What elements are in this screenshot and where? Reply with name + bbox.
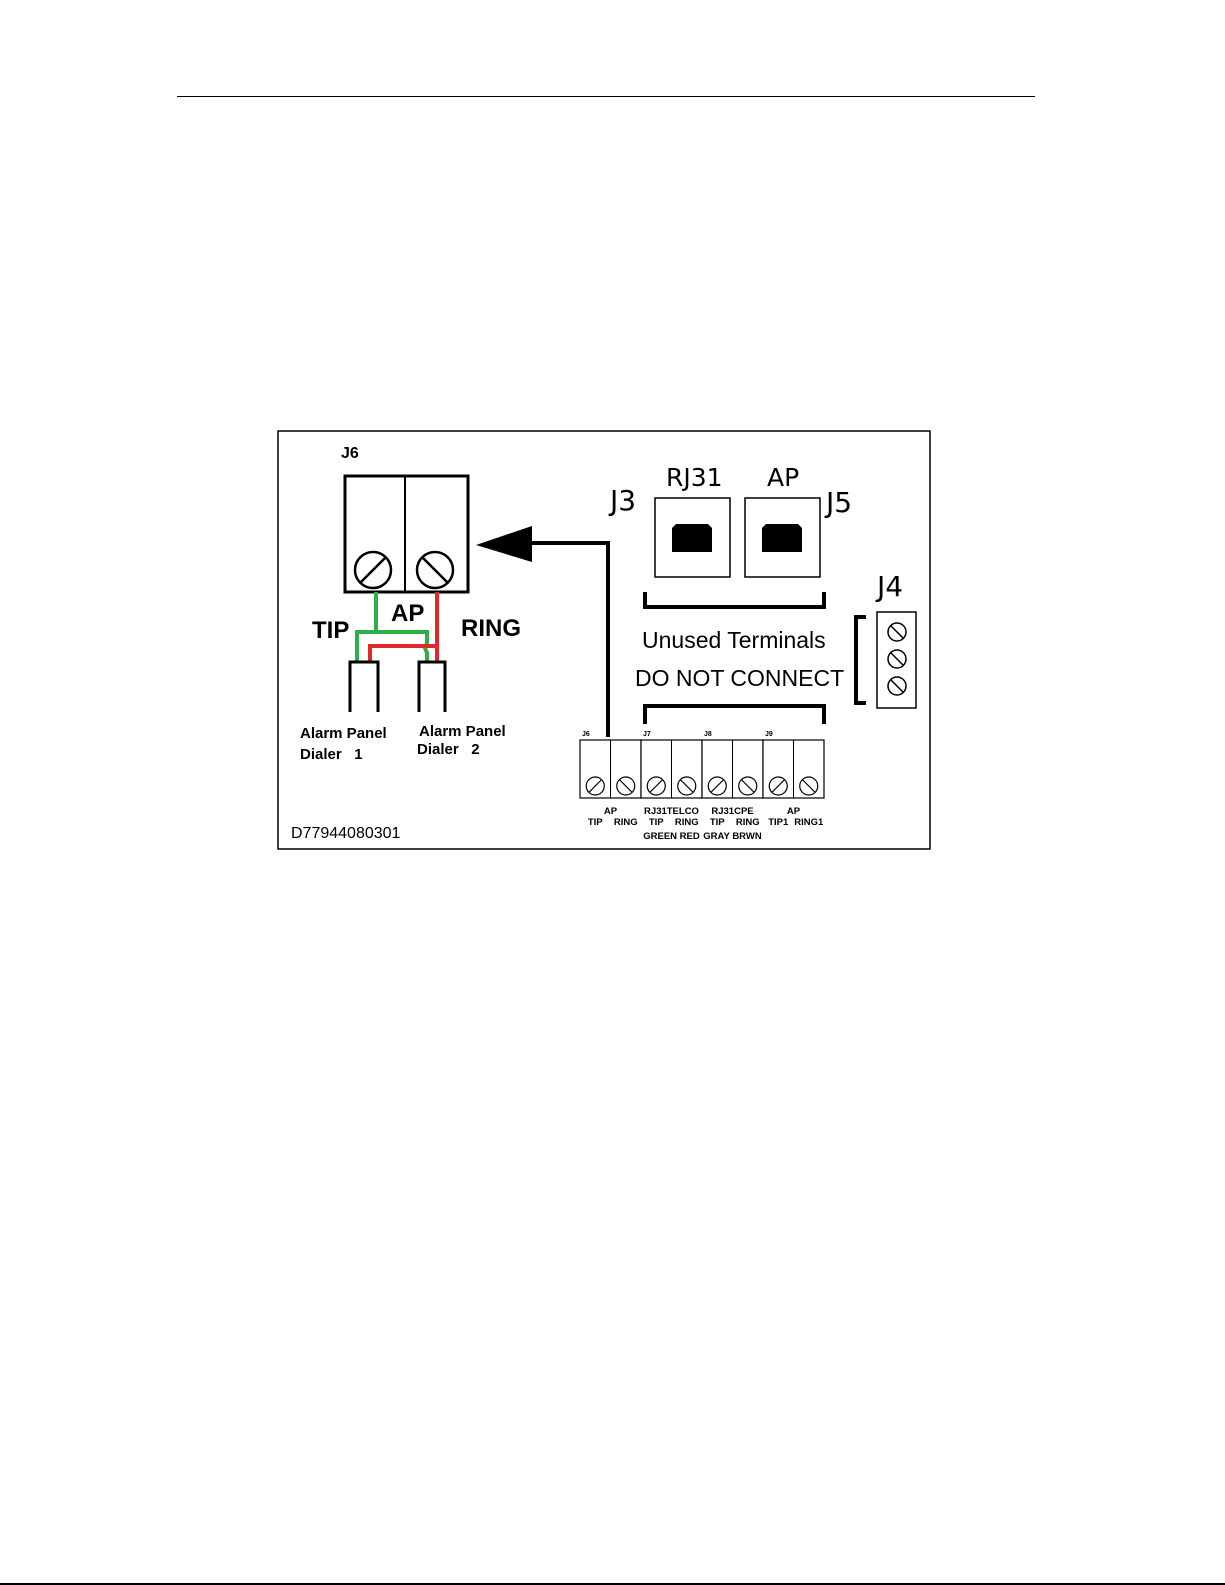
dialer-1-label-line1: Alarm Panel xyxy=(300,725,387,742)
terminal-left-label: TIP xyxy=(710,817,725,828)
dialer-1-label-line2: Dialer 1 xyxy=(300,746,363,763)
unused-terminals-text: Unused Terminals xyxy=(642,627,826,653)
screw-icon xyxy=(647,777,665,795)
screw-icon xyxy=(417,552,453,588)
terminal-left-label: TIP xyxy=(649,817,664,828)
screw-icon xyxy=(888,677,906,695)
terminal-right-label: RING xyxy=(675,817,699,828)
terminal-right-label: RING xyxy=(614,817,638,828)
j4-label: J4 xyxy=(875,570,903,603)
dialer-2-plug xyxy=(419,662,445,712)
j6-tip-label: TIP xyxy=(312,617,349,644)
rj31-port-icon xyxy=(672,524,712,552)
screw-icon xyxy=(708,777,726,795)
terminal-id-label: J8 xyxy=(704,731,712,738)
terminal-id-label: J7 xyxy=(643,731,651,738)
j6-ap-label: AP xyxy=(391,600,424,627)
terminal-top-label: RJ31TELCO xyxy=(644,806,699,817)
screw-icon xyxy=(678,777,696,795)
terminal-top-label: AP xyxy=(787,806,801,817)
terminal-color-label: GRAY BRWN xyxy=(703,831,762,842)
terminal-left-label: TIP1 xyxy=(768,817,789,828)
screw-icon xyxy=(888,650,906,668)
screw-icon xyxy=(800,777,818,795)
side-bracket xyxy=(856,617,866,703)
terminal-top-label: RJ31CPE xyxy=(711,806,753,817)
do-not-connect-text: DO NOT CONNECT xyxy=(635,665,844,691)
terminal-right-label: RING xyxy=(736,817,760,828)
j6-label: J6 xyxy=(341,445,359,462)
screw-icon xyxy=(355,552,391,588)
terminal-right-label: RING1 xyxy=(794,817,824,828)
terminal-color-label: GREEN RED xyxy=(643,831,700,842)
screw-icon xyxy=(617,777,635,795)
top-bracket xyxy=(645,592,824,607)
bottom-bracket xyxy=(645,706,824,724)
j6-ring-label: RING xyxy=(461,615,521,642)
j5-label: J5 xyxy=(824,486,852,519)
terminal-top-label: AP xyxy=(604,806,618,817)
dialer-2-label-line2: Dialer 2 xyxy=(417,741,480,758)
screw-icon xyxy=(739,777,757,795)
part-number: D77944080301 xyxy=(291,825,401,842)
dialer-1-plug xyxy=(350,662,378,712)
dialer-2-label-line1: Alarm Panel xyxy=(419,723,506,740)
rj31-label: RJ31 xyxy=(666,463,723,492)
screw-icon xyxy=(586,777,604,795)
ap-port-icon xyxy=(762,524,802,552)
terminal-left-label: TIP xyxy=(588,817,603,828)
j3-label: J3 xyxy=(608,484,636,517)
terminal-id-label: J6 xyxy=(582,731,590,738)
screw-icon xyxy=(769,777,787,795)
ap-jack-label: AP xyxy=(767,463,799,492)
screw-icon xyxy=(888,623,906,641)
terminal-id-label: J9 xyxy=(765,731,773,738)
